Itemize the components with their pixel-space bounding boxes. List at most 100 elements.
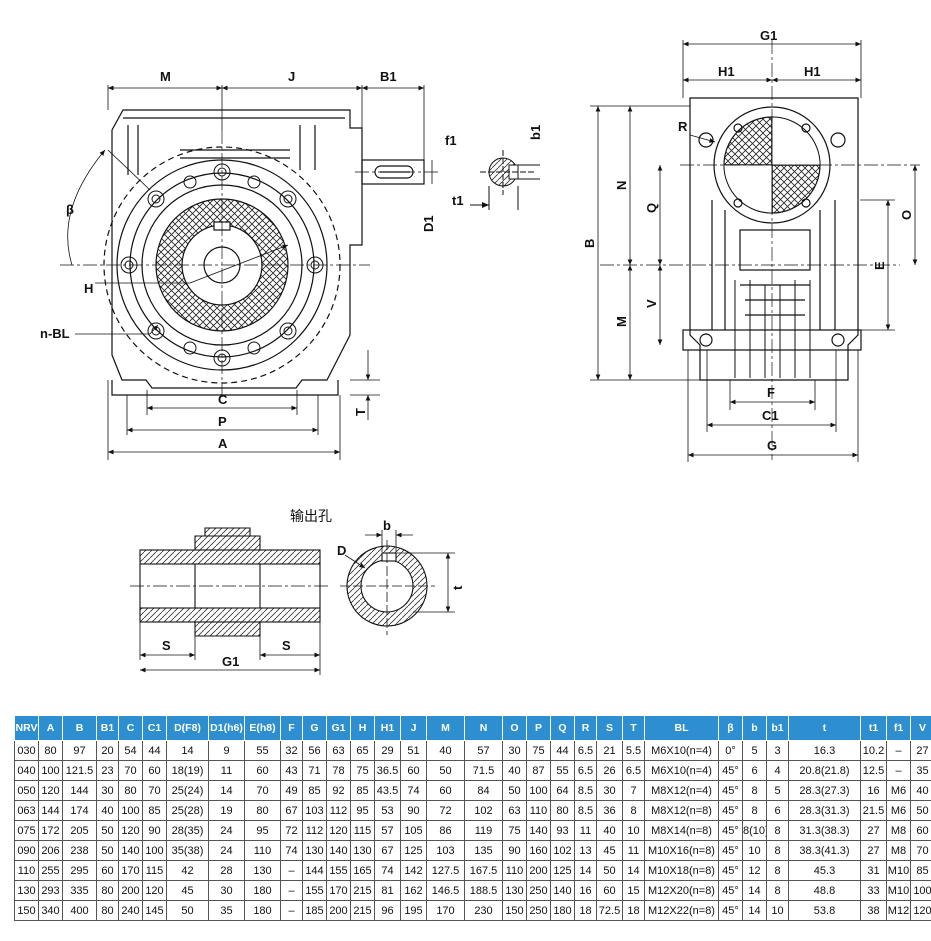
- table-cell: 24: [208, 840, 245, 861]
- table-cell: 80: [96, 880, 119, 901]
- table-cell: 6.5: [574, 740, 597, 761]
- table-cell: 19: [208, 800, 245, 821]
- table-cell: 45°: [718, 820, 743, 841]
- table-cell: M6: [886, 780, 911, 801]
- label-F: F: [767, 385, 775, 400]
- table-cell: 50: [502, 780, 527, 801]
- table-cell: 20: [96, 740, 119, 761]
- table-cell: 075: [14, 820, 39, 841]
- table-cell: 112: [302, 820, 327, 841]
- table-cell: 10.2: [860, 740, 887, 761]
- table-cell: M10: [886, 860, 911, 881]
- table-cell: M6: [886, 800, 911, 821]
- table-header-cell: b1: [766, 715, 789, 741]
- table-cell: 335: [62, 880, 97, 901]
- table-header-cell: D(F8): [166, 715, 209, 741]
- table-cell: 400: [62, 900, 97, 921]
- table-cell: 8: [766, 840, 789, 861]
- table-cell: 54: [118, 740, 143, 761]
- table-cell: 144: [302, 860, 327, 881]
- table-cell: 200: [118, 880, 143, 901]
- table-cell: 25(24): [166, 780, 209, 801]
- technical-drawing: M J B1 f1 b1 t1 D1 β H n-BL C P A T G1 H…: [40, 28, 920, 675]
- front-view: [60, 85, 440, 460]
- table-cell: 110: [502, 860, 527, 881]
- table-cell: 165: [350, 860, 375, 881]
- table-cell: 146.5: [426, 880, 465, 901]
- label-M-side: M: [614, 316, 629, 327]
- table-cell: 170: [326, 880, 351, 901]
- table-cell: 7: [622, 780, 645, 801]
- table-cell: 3: [766, 740, 789, 761]
- table-cell: 71.5: [464, 760, 503, 781]
- table-cell: 8(10): [742, 820, 767, 841]
- table-cell: 57: [374, 820, 401, 841]
- table-cell: 60: [96, 860, 119, 881]
- table-cell: 57: [464, 740, 503, 761]
- table-cell: 50: [166, 900, 209, 921]
- table-cell: 167.5: [464, 860, 503, 881]
- table-cell: 14: [742, 880, 767, 901]
- table-cell: 10: [622, 820, 645, 841]
- table-cell: 121.5: [62, 760, 97, 781]
- table-cell: 142: [400, 860, 427, 881]
- table-cell: 110: [244, 840, 281, 861]
- table-cell: 70: [142, 780, 167, 801]
- table-cell: M10X18(n=8): [644, 860, 719, 881]
- output-bore-title: 输出孔: [290, 509, 332, 525]
- table-cell: 145: [142, 900, 167, 921]
- table-cell: 18: [574, 900, 597, 921]
- output-bore-section: [130, 527, 455, 675]
- table-cell: 40: [502, 760, 527, 781]
- table-cell: 8: [766, 860, 789, 881]
- table-cell: 150: [502, 900, 527, 921]
- table-cell: 15: [622, 880, 645, 901]
- table-cell: 72: [426, 800, 465, 821]
- table-cell: 75: [350, 760, 375, 781]
- table-cell: 8.5: [574, 800, 597, 821]
- table-cell: 75: [526, 740, 551, 761]
- table-cell: 125: [550, 860, 575, 881]
- label-C: C: [218, 392, 228, 407]
- table-cell: 5: [766, 780, 789, 801]
- table-cell: 21: [596, 740, 623, 761]
- table-cell: 36.5: [374, 760, 401, 781]
- table-cell: 90: [502, 840, 527, 861]
- label-H1-left: H1: [718, 64, 735, 79]
- table-cell: 72: [280, 820, 303, 841]
- table-cell: 40: [426, 740, 465, 761]
- table-cell: 20.8(21.8): [788, 760, 861, 781]
- table-header-cell: S: [596, 715, 623, 741]
- table-header-cell: t: [788, 715, 861, 741]
- table-cell: M8: [886, 820, 911, 841]
- table-cell: 64: [550, 780, 575, 801]
- table-cell: 31.3(38.3): [788, 820, 861, 841]
- table-cell: 12: [742, 860, 767, 881]
- table-cell: 238: [62, 840, 97, 861]
- table-cell: 162: [400, 880, 427, 901]
- table-cell: 28.3(27.3): [788, 780, 861, 801]
- table-cell: 45°: [718, 800, 743, 821]
- label-out-t: t: [450, 585, 465, 590]
- table-cell: 35: [208, 900, 245, 921]
- label-P: P: [218, 414, 227, 429]
- table-cell: 230: [464, 900, 503, 921]
- table-cell: 174: [62, 800, 97, 821]
- table-cell: 95: [244, 820, 281, 841]
- table-cell: 9: [208, 740, 245, 761]
- table-cell: 45°: [718, 760, 743, 781]
- table-cell: 16.3: [788, 740, 861, 761]
- side-view: [590, 40, 920, 462]
- table-cell: 50: [910, 800, 931, 821]
- table-cell: 30: [596, 780, 623, 801]
- table-cell: 86: [426, 820, 465, 841]
- label-out-S-left: S: [162, 638, 171, 653]
- table-cell: 45°: [718, 860, 743, 881]
- table-cell: 6: [766, 800, 789, 821]
- table-cell: 10: [742, 840, 767, 861]
- label-b1: b1: [528, 125, 543, 140]
- table-cell: 170: [118, 860, 143, 881]
- table-cell: –: [280, 900, 303, 921]
